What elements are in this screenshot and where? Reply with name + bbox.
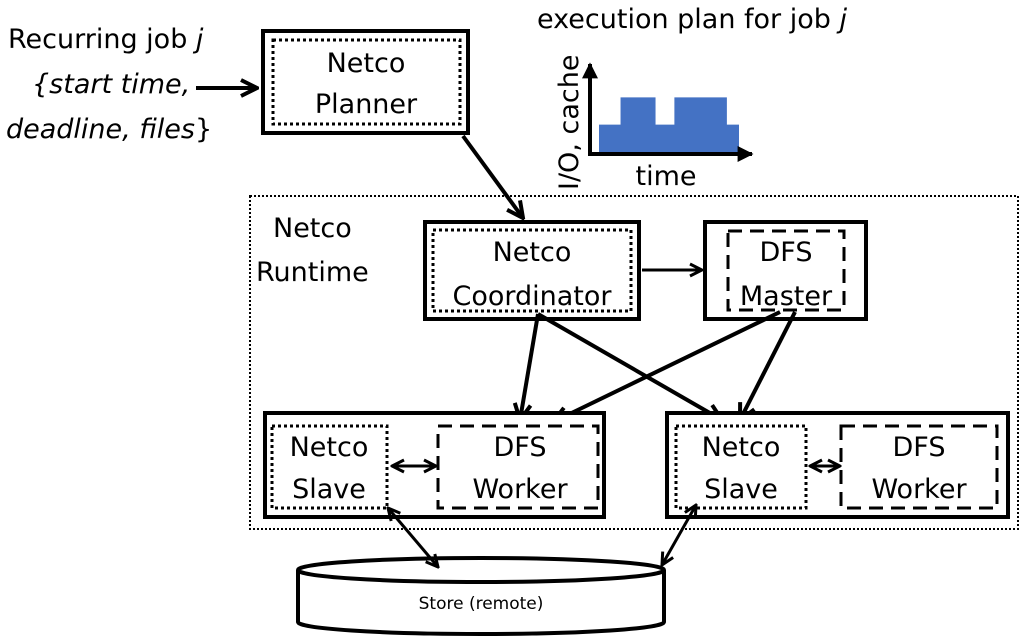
coordinator-to-node1-arrow	[520, 313, 540, 420]
node2-worker-label-1: DFS	[893, 432, 946, 463]
runtime-boundary	[249, 195, 1019, 530]
node2-store-arrow	[662, 505, 696, 565]
store-label: Store (remote)	[419, 594, 544, 614]
planner-inner-box	[271, 38, 462, 126]
master-to-node2-arrow	[740, 311, 797, 420]
node2-slave-label-2: Slave	[704, 474, 778, 505]
master-inner-box	[726, 229, 846, 312]
node1-worker-label-2: Worker	[472, 474, 568, 505]
netco-coordinator[interactable]: Netco Coordinator	[423, 220, 641, 321]
master-outer-box	[703, 220, 868, 321]
netco-planner[interactable]: Netco Planner	[261, 29, 470, 135]
node1-slave-box	[270, 424, 389, 510]
planner-label-2: Planner	[315, 89, 418, 120]
dfs-master[interactable]: DFS Master	[703, 220, 868, 321]
chart-xlabel: time	[635, 161, 696, 192]
master-label-2: Master	[740, 281, 833, 312]
coordinator-label-1: Netco	[493, 237, 572, 268]
node1-worker-label-1: DFS	[494, 432, 547, 463]
input-line2: {start time,	[32, 69, 190, 100]
store-top	[296, 556, 666, 584]
node2-slave-box	[674, 424, 808, 510]
chart-ylabel: I/O, cache	[554, 55, 585, 190]
store-body	[296, 570, 666, 636]
coordinator-to-node2-arrow	[537, 312, 722, 420]
runtime-label-2: Runtime	[256, 257, 369, 288]
node2-worker-label-2: Worker	[871, 474, 967, 505]
node1-store-arrow	[388, 508, 438, 567]
svg-text:Recurring job j: Recurring job j	[8, 24, 204, 55]
remote-store[interactable]: Store (remote)	[296, 556, 666, 636]
coordinator-inner-box	[431, 228, 633, 313]
input-line3: deadline, files	[6, 114, 195, 145]
node2-worker-box	[839, 424, 999, 510]
planner-label-1: Netco	[327, 48, 406, 79]
node-2[interactable]: Netco Slave DFS Worker	[665, 411, 1010, 519]
planner-to-coordinator-arrow	[461, 134, 523, 218]
node1-slave-label-1: Netco	[290, 432, 369, 463]
svg-text:execution plan for job j: execution plan for job j	[537, 4, 847, 35]
plan-area-series	[599, 97, 739, 152]
execution-plan-chart: execution plan for job j I/O, cache time	[537, 4, 847, 192]
input-brace: }	[195, 114, 212, 145]
coordinator-outer-box	[423, 220, 641, 321]
input-line1: Recurring job	[8, 24, 196, 55]
coordinator-label-2: Coordinator	[452, 281, 612, 312]
runtime-label-1: Netco	[273, 213, 352, 244]
master-to-node1-arrow	[553, 310, 781, 422]
svg-text:deadline, files}: deadline, files}	[6, 114, 212, 145]
node1-slave-label-2: Slave	[292, 474, 366, 505]
recurring-job-input: Recurring job j {start time, deadline, f…	[6, 24, 212, 145]
node1-worker-box	[436, 424, 600, 510]
node-1[interactable]: Netco Slave DFS Worker	[263, 411, 606, 519]
node2-slave-label-1: Netco	[702, 432, 781, 463]
master-label-1: DFS	[760, 237, 813, 268]
chart-title: execution plan for job	[537, 4, 839, 35]
planner-outer-box	[261, 29, 470, 135]
